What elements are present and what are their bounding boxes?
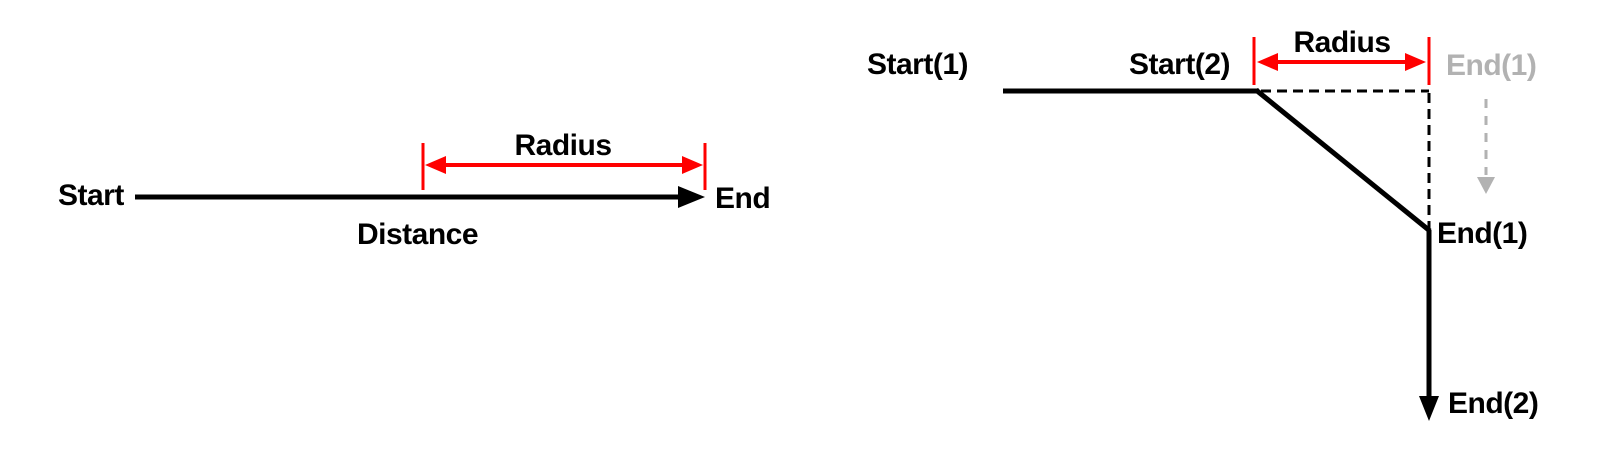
distance-arrowhead-icon [678, 186, 705, 208]
radius-label: Radius [514, 129, 612, 162]
end1-label: End(1) [1437, 217, 1528, 250]
radius-path-diagram [1003, 37, 1495, 421]
path-diagonal-line [1254, 88, 1432, 233]
end1-ghost-label: End(1) [1446, 49, 1537, 82]
radius2-arrowhead-right-icon [1405, 53, 1426, 71]
distance-diagram [135, 143, 707, 208]
end-label: End [715, 182, 771, 215]
radius-arrowhead-right-icon [682, 156, 703, 174]
radius2-arrowhead-left-icon [1257, 53, 1278, 71]
radius-arrowhead-left-icon [425, 156, 446, 174]
ghost-drop-arrowhead-icon [1477, 177, 1495, 194]
start1-label: Start(1) [867, 48, 969, 81]
distance-label: Distance [357, 218, 479, 251]
start2-label: Start(2) [1129, 48, 1231, 81]
end2-label: End(2) [1448, 387, 1539, 420]
path-vertical-arrowhead-icon [1419, 396, 1439, 421]
radius2-label: Radius [1293, 26, 1391, 59]
start-label: Start [58, 179, 124, 212]
